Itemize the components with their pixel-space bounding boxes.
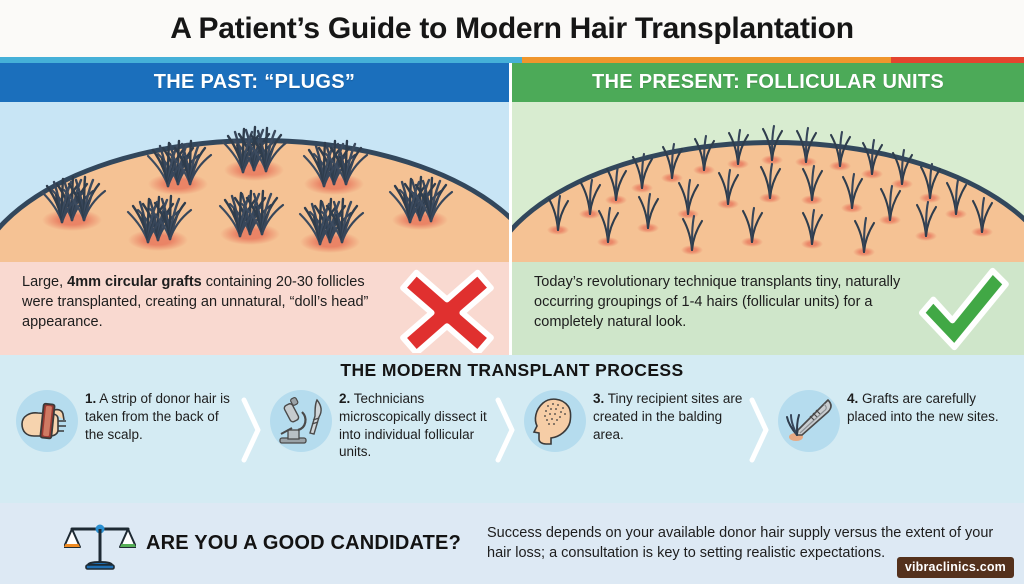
chevron-right-icon [241, 397, 261, 463]
process-step-3-text: 3. Tiny recipient sites are created in t… [593, 388, 748, 443]
process-step-2-text: 2. Technicians microscopically dissect i… [339, 388, 494, 461]
balance-scale-icon [64, 524, 136, 570]
green-check-icon [918, 267, 1009, 351]
present-heading: THE PRESENT: FOLLICULAR UNITS [512, 63, 1024, 102]
forceps-graft-icon [778, 390, 840, 452]
chevron-right-icon [495, 397, 515, 463]
process-step-1-text: 1. A strip of donor hair is taken from t… [85, 388, 240, 443]
step-number: 2. [339, 391, 351, 406]
past-illustration [0, 102, 509, 262]
accent-strip-red [890, 57, 1024, 63]
accent-strip [0, 57, 1024, 63]
step-number: 1. [85, 391, 97, 406]
step-body: Grafts are carefully placed into the new… [847, 391, 999, 424]
step-number: 4. [847, 391, 859, 406]
step-number: 3. [593, 391, 605, 406]
process-section: THE MODERN TRANSPLANT PROCESS 1. A strip… [0, 355, 1024, 503]
past-heading: THE PAST: “PLUGS” [0, 63, 509, 102]
brand-badge[interactable]: vibraclinics.com [896, 557, 1014, 578]
hand-holding-donor-strip-icon [16, 390, 78, 452]
past-caption-bold: 4mm circular grafts [67, 274, 202, 290]
present-illustration [512, 102, 1024, 262]
present-caption-text: Today’s revolutionary technique transpla… [534, 274, 901, 330]
step-body: Technicians microscopically dissect it i… [339, 391, 487, 460]
past-caption: Large, 4mm circular grafts containing 20… [0, 262, 509, 355]
present-column: THE PRESENT: FOLLICULAR UNITS [512, 63, 1024, 355]
past-caption-lead: Large, [22, 274, 68, 290]
present-caption: Today’s revolutionary technique transpla… [512, 262, 1024, 355]
process-step-3[interactable]: 3. Tiny recipient sites are created in t… [516, 388, 748, 452]
step-body: Tiny recipient sites are created in the … [593, 391, 743, 442]
accent-strip-orange [522, 57, 891, 63]
process-step-4[interactable]: 4. Grafts are carefully placed into the … [770, 388, 1002, 452]
microscope-scalpel-icon [270, 390, 332, 452]
chevron-right-icon [749, 397, 769, 463]
follicular-units-svg [547, 124, 994, 257]
process-steps: 1. A strip of donor hair is taken from t… [0, 381, 1024, 466]
process-title: THE MODERN TRANSPLANT PROCESS [340, 360, 684, 380]
candidate-section: ARE YOU A GOOD CANDIDATE? Success depend… [0, 503, 1024, 584]
candidate-text: Success depends on your available donor … [487, 524, 994, 561]
process-step-4-text: 4. Grafts are carefully placed into the … [847, 388, 1002, 426]
red-x-icon [400, 269, 494, 353]
candidate-title: ARE YOU A GOOD CANDIDATE? [146, 532, 462, 554]
page-title: A Patient’s Guide to Modern Hair Transpl… [170, 11, 854, 45]
step-body: A strip of donor hair is taken from the … [85, 391, 230, 442]
past-column: THE PAST: “PLUGS” [0, 63, 512, 355]
title-bar: A Patient’s Guide to Modern Hair Transpl… [0, 0, 1024, 57]
process-step-2[interactable]: 2. Technicians microscopically dissect i… [262, 388, 494, 461]
process-step-1[interactable]: 1. A strip of donor hair is taken from t… [8, 388, 240, 452]
accent-strip-cyan [0, 57, 523, 63]
past-caption-rest: containing 20-30 follicles were transpla… [22, 274, 369, 330]
head-profile-recipient-sites-icon [524, 390, 586, 452]
plug-grafts-svg [40, 125, 454, 253]
comparison-section: THE PAST: “PLUGS” [0, 63, 1024, 355]
